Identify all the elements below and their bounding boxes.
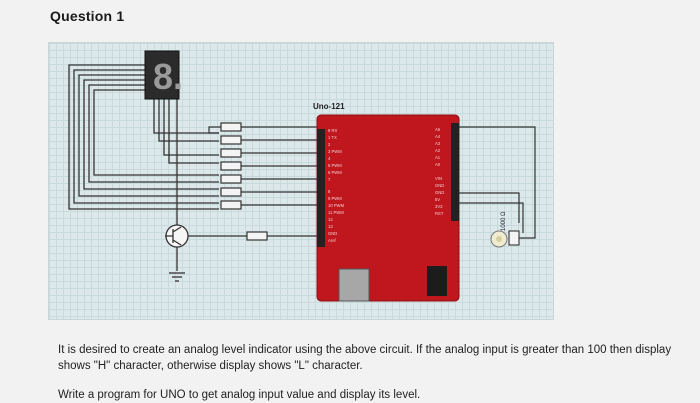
question-task: Write a program for UNO to get analog in…	[58, 388, 421, 401]
pin-label-right-5: A1	[435, 155, 441, 160]
potentiometer-wires	[459, 126, 536, 239]
resistor-6	[220, 187, 242, 197]
pin-label-left-4: 3 PWM	[328, 149, 342, 154]
pin-label-right-2: A4	[435, 134, 441, 139]
pin-label-left-9: 8	[328, 189, 331, 194]
arduino-board	[316, 114, 460, 302]
resistor-5	[220, 174, 242, 184]
resistor-to-board-wires	[208, 126, 317, 206]
pin-label-left-14: 13	[328, 224, 333, 229]
resistor-1	[220, 122, 242, 132]
pin-label-left-12: 11 PWM	[328, 210, 344, 215]
pin-label-left-8: 7	[328, 177, 331, 182]
pin-label-left-15: GND	[328, 231, 337, 236]
transistor-wires	[176, 98, 317, 271]
left-header	[317, 129, 325, 247]
pin-label-right-3: A3	[435, 141, 441, 146]
pin-label-right-4: A2	[435, 148, 441, 153]
right-header	[451, 123, 459, 221]
resistor-2	[220, 135, 242, 145]
display-glyph: 8.	[153, 56, 183, 97]
pin-label-left-16: Aref	[328, 238, 337, 243]
question-description: It is desired to create an analog level …	[58, 343, 672, 372]
potentiometer-icon	[490, 230, 520, 248]
base-resistor	[246, 231, 268, 241]
pin-label-left-5: 4	[328, 156, 331, 161]
pin-label-left-13: 12	[328, 217, 333, 222]
usb-port-icon	[338, 268, 370, 302]
seven-segment-display: 8.	[144, 50, 183, 100]
board-label: Uno-121	[313, 102, 345, 111]
question-heading: Question 1	[50, 8, 125, 24]
pin-label-right-1: A5	[435, 127, 441, 132]
pin-label-left-1: 8 RX	[328, 128, 338, 133]
resistor-4	[220, 161, 242, 171]
pin-label-right-9: GND	[435, 190, 444, 195]
resistor-bank	[220, 122, 242, 210]
pin-label-left-3: 2	[328, 142, 331, 147]
resistor-7	[220, 200, 242, 210]
pin-label-left-2: 1 TX	[328, 135, 337, 140]
pin-label-left-10: 9 PWM	[328, 196, 342, 201]
display-wires	[68, 64, 219, 210]
pin-label-right-7: VIN	[435, 176, 442, 181]
pin-label-right-12: RST	[435, 211, 444, 216]
potentiometer-label: 1000 Ω	[501, 211, 507, 231]
circuit-svg: 8. Uno-121 8 RX 1 TX 2 3 PWM 4 5 PWM 6 P…	[68, 50, 536, 302]
pin-label-right-8: GND	[435, 183, 444, 188]
pin-label-left-7: 6 PWM	[328, 170, 342, 175]
circuit-diagram: 8. Uno-121 8 RX 1 TX 2 3 PWM 4 5 PWM 6 P…	[48, 42, 554, 320]
npn-transistor-icon	[165, 224, 189, 248]
pin-label-right-10: 5V	[435, 197, 440, 202]
dc-jack-icon	[427, 266, 447, 296]
resistor-3	[220, 148, 242, 158]
pin-label-left-6: 5 PWM	[328, 163, 342, 168]
ground-symbol-icon	[169, 272, 185, 282]
pin-label-right-11: 3V3	[435, 204, 443, 209]
pin-label-left-11: 10 PWM	[328, 203, 345, 208]
pin-label-right-6: A0	[435, 162, 441, 167]
